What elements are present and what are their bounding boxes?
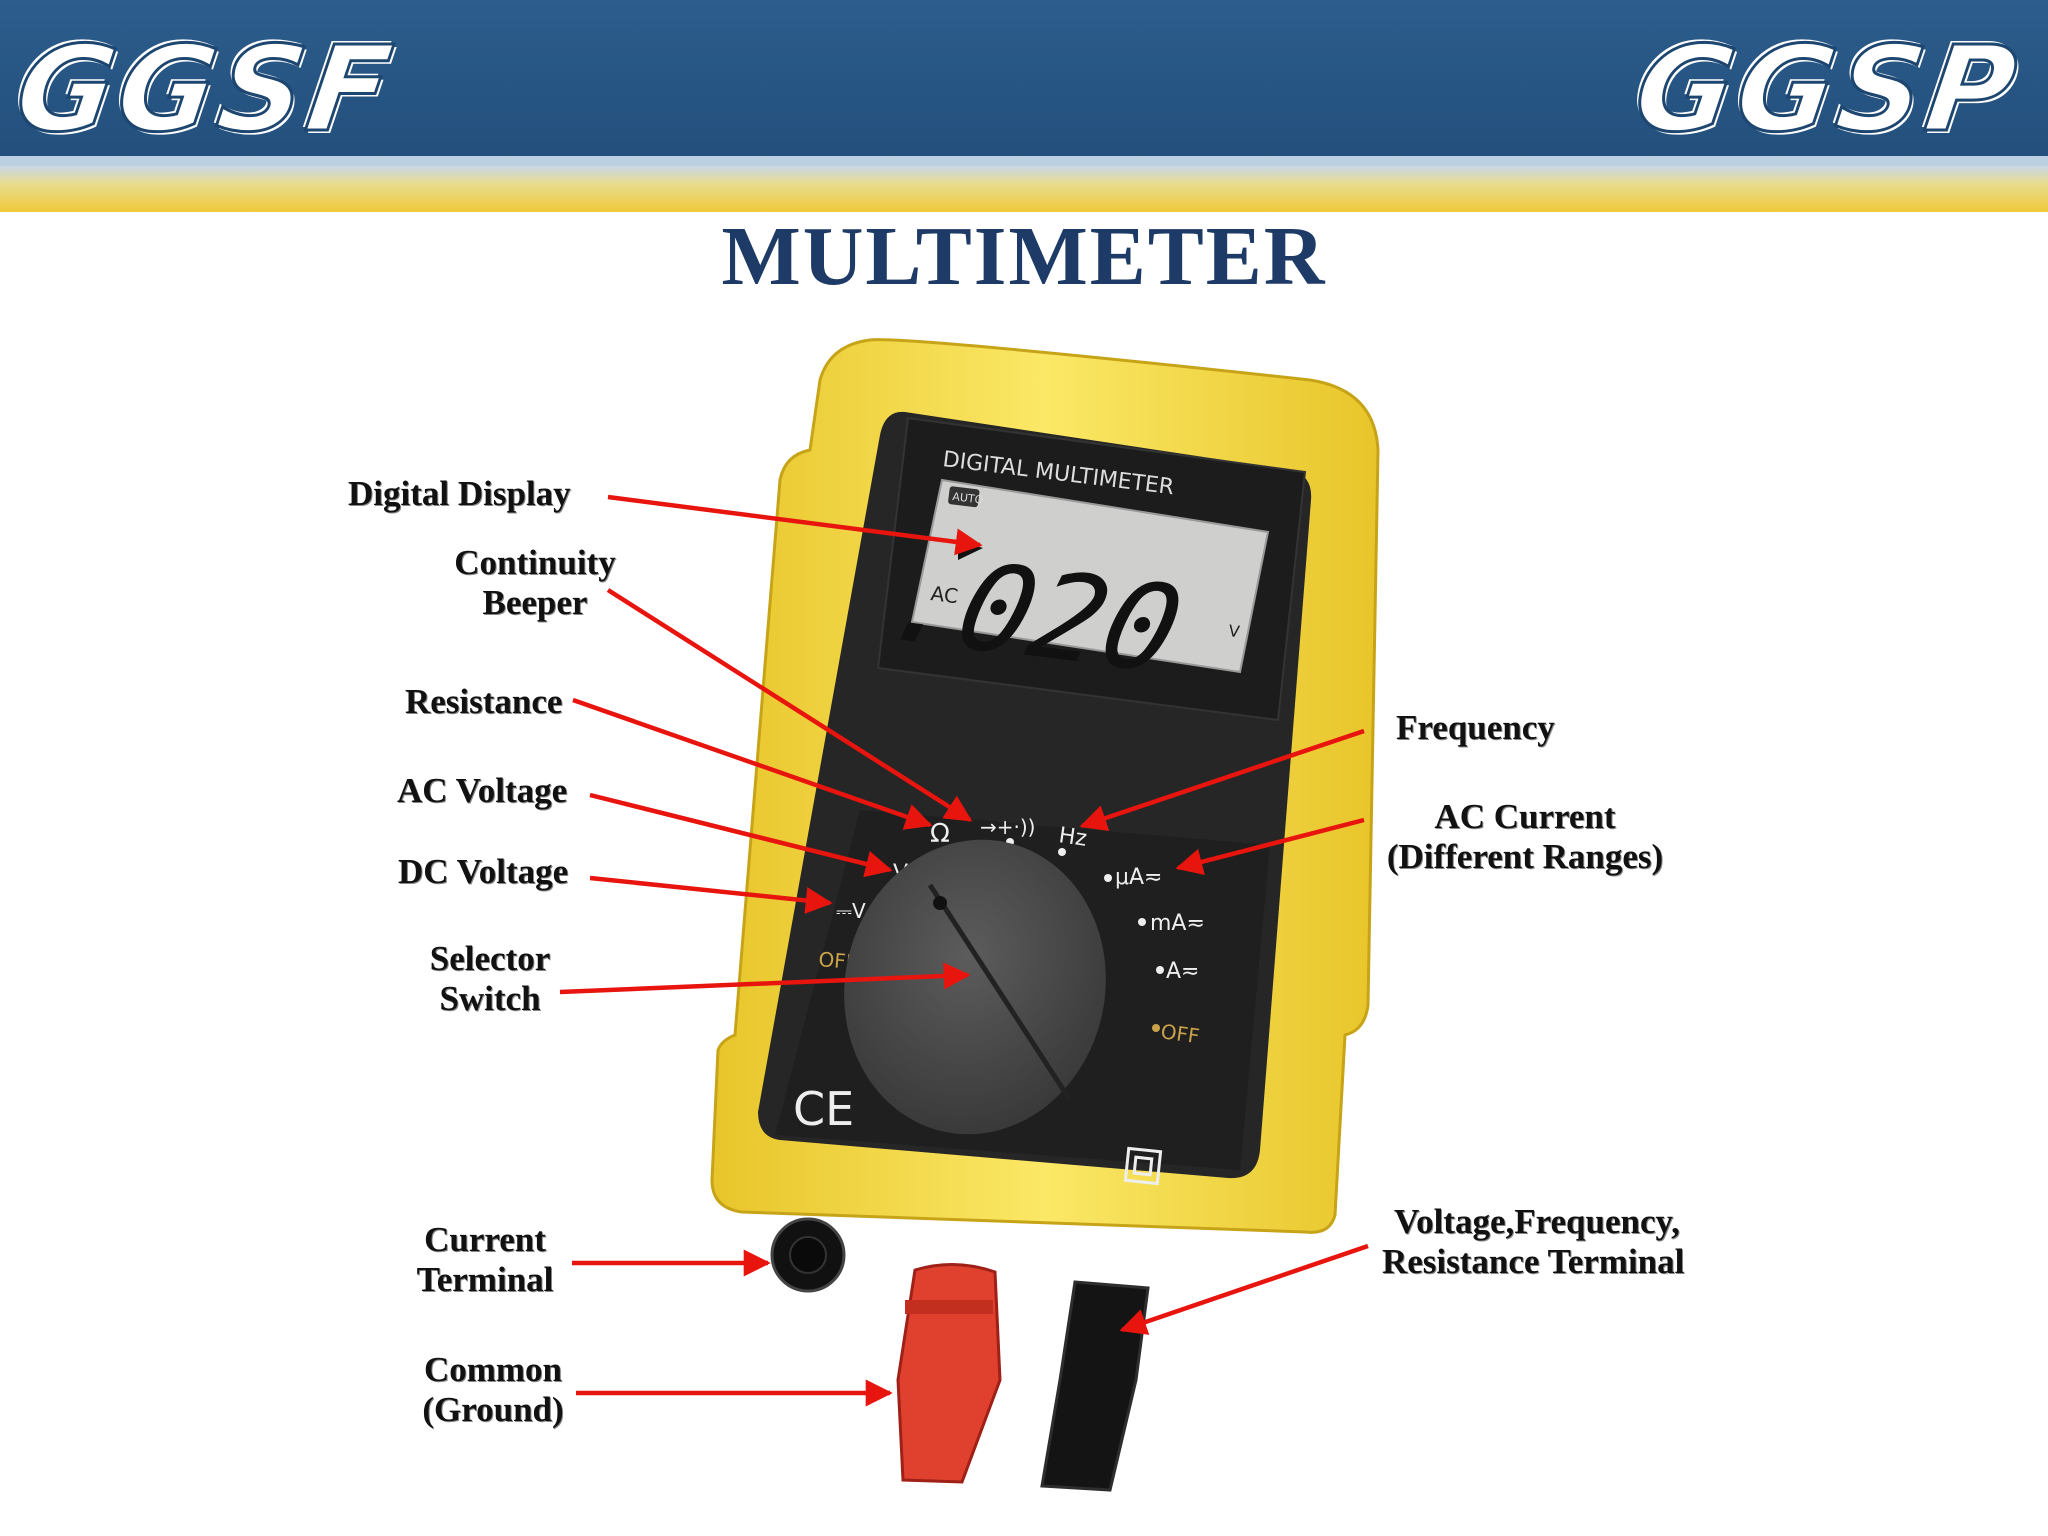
label-frequency: Frequency bbox=[1396, 708, 1555, 747]
label-ac-current: AC Current (Different Ranges) bbox=[1386, 797, 1664, 876]
label-resistance: Resistance bbox=[405, 682, 563, 721]
label-selector-switch: Selector Switch bbox=[429, 939, 551, 1018]
dial-ua-label: μA≂ bbox=[1115, 865, 1162, 890]
arrow-continuity bbox=[606, 588, 973, 822]
label-continuity-beeper: Continuity Beeper bbox=[454, 543, 616, 622]
arrow-dc-voltage bbox=[589, 875, 833, 914]
arrow-ac-current bbox=[1175, 817, 1365, 875]
dial-off-right-label: OFF bbox=[1159, 1019, 1201, 1048]
lcd-auto-badge bbox=[948, 486, 980, 508]
dial-a-label: A≂ bbox=[1166, 959, 1199, 984]
selector-knob bbox=[844, 839, 1106, 1135]
label-ac-voltage: AC Voltage bbox=[397, 771, 568, 810]
arrow-vfr-terminal bbox=[1119, 1243, 1369, 1335]
banner-blue-band bbox=[0, 0, 2048, 160]
label-dc-voltage: DC Voltage bbox=[398, 852, 569, 891]
header-banner: GGSF GGSP bbox=[0, 0, 2048, 212]
lcd-screen bbox=[910, 478, 1270, 674]
banner-light-stripe bbox=[0, 156, 2048, 166]
dial-vdc-label: ⎓V bbox=[836, 899, 866, 923]
red-probe-plug bbox=[896, 1263, 1002, 1484]
label-digital-display: Digital Display bbox=[348, 474, 571, 513]
selector-indicator-dot bbox=[933, 896, 947, 910]
black-probe-plug bbox=[1040, 1280, 1150, 1492]
banner-gold-stripe bbox=[0, 166, 2048, 212]
page-title: MULTIMETER bbox=[721, 210, 1327, 303]
label-common-ground: Common (Ground) bbox=[422, 1350, 564, 1429]
dial-diode-label: →+·)) bbox=[980, 815, 1035, 839]
selector-pointer-line bbox=[927, 883, 1073, 1102]
arrow-resistance bbox=[572, 697, 933, 830]
arrow-digital-display bbox=[607, 494, 983, 556]
arrow-ac-voltage bbox=[589, 792, 893, 878]
label-current-terminal: Current Terminal bbox=[416, 1220, 554, 1299]
dial-ohm-label: Ω bbox=[930, 819, 950, 849]
double-insulation-icon bbox=[1123, 1146, 1163, 1186]
lcd-mode: AC bbox=[929, 581, 959, 608]
lcd-unit: V bbox=[1228, 621, 1241, 641]
callout-arrows bbox=[559, 494, 1369, 1407]
red-probe-collar bbox=[905, 1300, 993, 1314]
dial-ma-label: mA≂ bbox=[1150, 911, 1205, 936]
lcd-auto-text: AUTO bbox=[952, 490, 985, 507]
arrow-selector bbox=[559, 962, 971, 995]
arrow-frequency bbox=[1079, 728, 1365, 832]
label-vfr-terminal: Voltage,Frequency, Resistance Terminal bbox=[1382, 1202, 1685, 1281]
ce-mark: CE bbox=[793, 1082, 854, 1136]
